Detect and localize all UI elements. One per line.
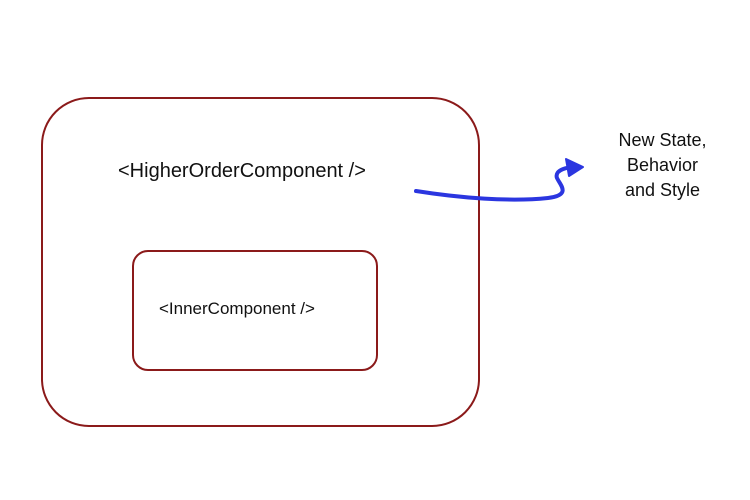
inner-component-box xyxy=(132,250,378,371)
result-line-1: New State, xyxy=(618,130,707,150)
inner-component-label: <InnerComponent /> xyxy=(159,299,315,318)
higher-order-component-label: <HigherOrderComponent /> xyxy=(118,160,366,182)
result-line-3: and Style xyxy=(624,180,701,200)
output-arrow-head xyxy=(565,158,584,177)
result-line-2: Behavior xyxy=(626,155,699,175)
higher-order-component-box xyxy=(41,97,480,427)
result-description: New State, Behavior and Style xyxy=(595,128,730,203)
